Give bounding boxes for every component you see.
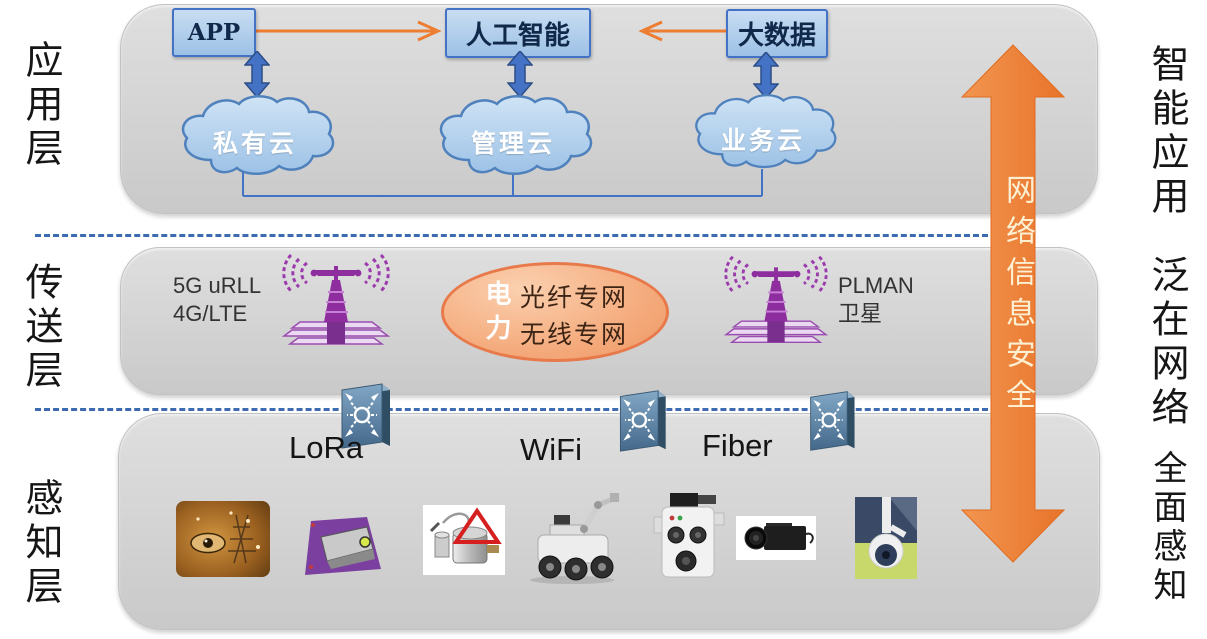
right-label-intelligent-application: 智能应用	[1145, 44, 1187, 220]
power-network-ellipse: 电力 光纤专网 无线专网	[441, 262, 669, 362]
node-app: APP	[172, 8, 256, 57]
fiber-private-network-label: 光纤专网	[520, 283, 629, 312]
left-label-perception-layer: 感知层	[19, 478, 61, 610]
perception-layer-panel	[118, 413, 1100, 630]
cloud-business-label: 业务云	[720, 125, 805, 155]
network-switch-icon-wifi	[619, 390, 666, 452]
security-banner-text: 网络信息安全	[1000, 174, 1035, 420]
industrial-camera-image	[736, 516, 816, 560]
radio-tower-icon-left	[281, 253, 391, 345]
network-switch-icon-fiber	[810, 391, 855, 451]
node-app-label: APP	[187, 19, 241, 46]
tech-plman-line: PLMAN	[838, 273, 914, 298]
radio-tower-icon-right	[723, 255, 829, 344]
tech-4g-line: 4G/LTE	[173, 300, 248, 326]
tech-label-cellular: 5G uRLL 4G/LTE	[173, 272, 261, 327]
left-label-application-layer: 应用层	[19, 40, 61, 172]
wireless-private-network-label: 无线专网	[520, 320, 629, 349]
wheeled-inspection-robot-image	[530, 493, 619, 584]
smart-grid-eye-image	[176, 501, 270, 577]
node-bigdata-label: 大数据	[737, 21, 816, 51]
double-arrow-bigdata-cloud-icon	[753, 52, 779, 98]
double-arrow-ai-cloud-icon	[507, 51, 533, 97]
double-arrow-app-cloud-icon	[244, 51, 270, 97]
layer-separator-dashed-line-bottom	[35, 408, 988, 411]
cloud-icon	[695, 94, 837, 169]
network-label-fiber: Fiber	[702, 428, 773, 463]
node-ai-label: 人工智能	[465, 20, 570, 51]
industrial-sensor-image	[423, 505, 505, 575]
network-label-wifi: WiFi	[520, 432, 582, 467]
cloud-icon	[181, 95, 335, 175]
cloud-business: 业务云	[687, 92, 839, 172]
power-label: 电力	[481, 280, 511, 348]
network-label-lora: LoRa	[289, 430, 364, 465]
left-label-transport-layer: 传送层	[19, 262, 61, 394]
node-big-data: 大数据	[726, 9, 828, 58]
cloud-private-label: 私有云	[212, 129, 297, 159]
right-label-comprehensive-perception: 全面感知	[1148, 450, 1186, 606]
right-label-ubiquitous-network: 泛在网络	[1145, 255, 1187, 431]
network-switch-icon-lora	[341, 383, 390, 449]
tech-label-plman-satellite: PLMAN 卫星	[838, 272, 914, 327]
rail-inspection-robot-image	[653, 493, 725, 578]
cloud-private: 私有云	[173, 94, 337, 178]
cloud-management-label: 管理云	[470, 129, 555, 159]
cloud-icon	[439, 95, 593, 175]
purple-surveillance-camera-image	[305, 517, 381, 575]
dome-camera-image	[855, 497, 917, 579]
tech-satellite-line: 卫星	[838, 300, 883, 326]
layer-separator-dashed-line-top	[35, 234, 988, 237]
tech-5g-line: 5G uRLL	[173, 273, 262, 298]
cloud-management: 管理云	[431, 94, 595, 178]
security-double-arrow-icon	[960, 44, 1066, 563]
